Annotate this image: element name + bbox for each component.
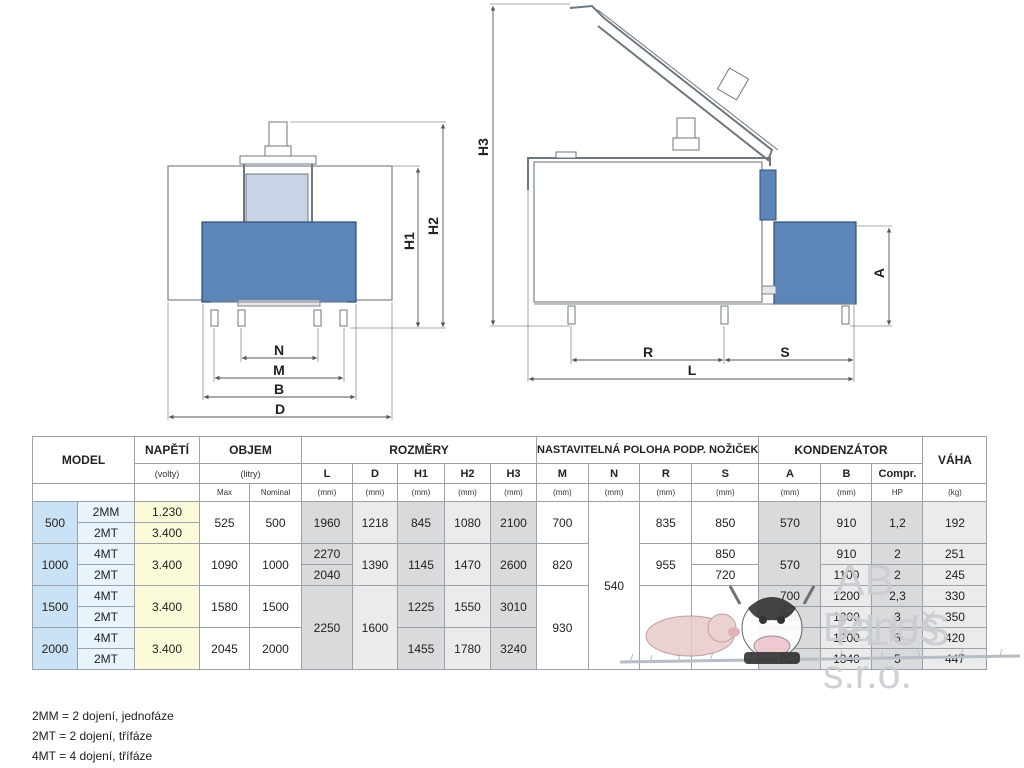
col-m: M bbox=[536, 463, 589, 484]
header-vaha: VÁHA bbox=[922, 436, 988, 484]
table-row: 2MT 3.400 bbox=[33, 522, 987, 544]
col-r: R bbox=[639, 463, 693, 484]
table-row: 500 2MM 1.230 525 500 1960 1218 845 1080… bbox=[32, 501, 988, 670]
dim-label-s: S bbox=[780, 344, 789, 360]
header-objem: OBJEM bbox=[199, 436, 302, 464]
cow-icon bbox=[728, 585, 816, 664]
company-logo: AB PLUS Beneš s.r.o. bbox=[619, 556, 1021, 697]
unit-hp: HP bbox=[871, 483, 924, 502]
col-l: L bbox=[301, 463, 353, 484]
col-h1: H1 bbox=[397, 463, 445, 484]
col-s: S bbox=[691, 463, 760, 484]
dim-label-m: M bbox=[273, 362, 285, 378]
spec-table: MODEL NAPĚTÍ OBJEM ROZMĚRY NASTAVITELNÁ … bbox=[32, 436, 988, 670]
dim-label-a: A bbox=[871, 268, 887, 278]
unit-kg: (kg) bbox=[922, 483, 988, 502]
header-kondenzator: KONDENZÁTOR bbox=[758, 436, 924, 464]
dim-label-b: B bbox=[274, 381, 284, 397]
dim-label-h2: H2 bbox=[425, 217, 441, 235]
col-compr: Compr. bbox=[871, 463, 924, 484]
pig-icon bbox=[645, 613, 740, 657]
header-poloha: NASTAVITELNÁ POLOHA PODP. NOŽIČEK bbox=[535, 436, 760, 464]
header-model: MODEL bbox=[32, 436, 135, 484]
logo-title: AB PLUS bbox=[835, 556, 950, 655]
dim-label-n: N bbox=[274, 342, 284, 358]
dim-label-h3: H3 bbox=[475, 138, 491, 156]
side-view: R S L A H3 bbox=[475, 3, 892, 382]
dim-label-h1: H1 bbox=[401, 232, 417, 250]
col-h2: H2 bbox=[444, 463, 491, 484]
logo-graphic bbox=[619, 585, 1021, 664]
unit-max: Max bbox=[199, 483, 250, 502]
col-d: D bbox=[352, 463, 398, 484]
header-rozmery: ROZMĚRY bbox=[301, 436, 537, 464]
technical-drawing: N M B D H1 H2 bbox=[167, 3, 892, 420]
dim-label-l: L bbox=[688, 362, 697, 378]
col-b: B bbox=[820, 463, 873, 484]
note-item: 4MT = 4 dojení, třífáze bbox=[32, 749, 153, 763]
unit-volty: (volty) bbox=[134, 463, 200, 484]
col-n: N bbox=[587, 463, 641, 484]
dim-label-r: R bbox=[643, 344, 653, 360]
note-item: 2MT = 2 dojení, třífáze bbox=[32, 729, 153, 743]
legend-notes: 2MM = 2 dojení, jednofáze 2MT = 2 dojení… bbox=[32, 706, 174, 766]
header-napeti: NAPĚTÍ bbox=[134, 436, 200, 464]
note-item: 2MM = 2 dojení, jednofáze bbox=[32, 709, 174, 723]
front-view: N M B D H1 H2 bbox=[167, 121, 446, 420]
unit-nominal: Nominal bbox=[249, 483, 302, 502]
unit-litry: (litry) bbox=[199, 463, 302, 484]
col-h3: H3 bbox=[490, 463, 537, 484]
table-row: 2MT 2040 720 1100 2 245 bbox=[33, 564, 988, 586]
dim-label-d: D bbox=[275, 401, 285, 417]
col-a: A bbox=[758, 463, 822, 484]
logo-subtitle: Beneš s.r.o. bbox=[823, 604, 940, 697]
